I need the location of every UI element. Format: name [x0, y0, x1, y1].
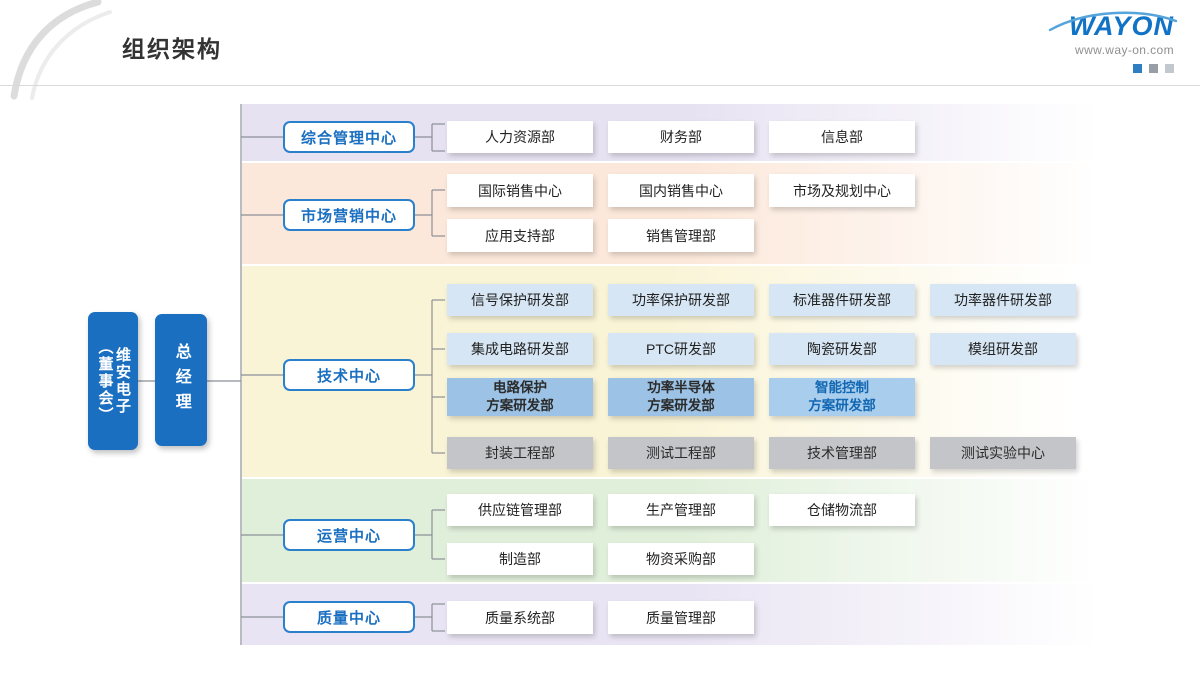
dept-test-lab-center: 测试实验中心 — [930, 437, 1076, 469]
dept-hr: 人力资源部 — [447, 121, 593, 153]
center-general-admin: 综合管理中心 — [283, 121, 415, 153]
dept-packaging-engineering: 封装工程部 — [447, 437, 593, 469]
dept-ic-rd: 集成电路研发部 — [447, 333, 593, 365]
square-lightgray-icon — [1165, 63, 1174, 73]
dept-information: 信息部 — [769, 121, 915, 153]
wayon-logo-text: WAYON — [1069, 11, 1174, 41]
dept-module-rd: 模组研发部 — [930, 333, 1076, 365]
center-quality: 质量中心 — [283, 601, 415, 633]
header-divider — [0, 85, 1200, 86]
corner-swoosh-decoration — [10, 0, 112, 100]
square-blue-icon — [1133, 63, 1142, 73]
dept-ceramics-rd: 陶瓷研发部 — [769, 333, 915, 365]
page-title: 组织架构 — [122, 36, 222, 62]
board-sub-label: （董事会） — [96, 338, 114, 424]
dept-power-protection-rd: 功率保护研发部 — [608, 284, 754, 316]
dept-production-management: 生产管理部 — [608, 494, 754, 526]
dept-domestic-sales: 国内销售中心 — [608, 174, 754, 207]
dept-ptc-rd: PTC研发部 — [608, 333, 754, 365]
dept-power-semiconductor-solutions-rd: 功率半导体 方案研发部 — [608, 378, 754, 416]
dept-test-engineering: 测试工程部 — [608, 437, 754, 469]
center-technology: 技术中心 — [283, 359, 415, 391]
dept-line1: 功率半导体 — [647, 380, 715, 396]
dept-material-procurement: 物资采购部 — [608, 543, 754, 575]
dept-market-planning: 市场及规划中心 — [769, 174, 915, 207]
dept-quality-system: 质量系统部 — [447, 601, 593, 634]
dept-line2: 方案研发部 — [808, 398, 876, 413]
dept-line2: 方案研发部 — [486, 398, 554, 413]
dept-line2: 方案研发部 — [647, 398, 715, 413]
board-main-label: 维安电子 — [114, 347, 131, 415]
dept-technology-management: 技术管理部 — [769, 437, 915, 469]
wayon-logo: WAYON — [1048, 11, 1178, 42]
dept-finance: 财务部 — [608, 121, 754, 153]
dept-circuit-protection-solutions-rd: 电路保护 方案研发部 — [447, 378, 593, 416]
dept-line1: 电路保护 — [493, 380, 547, 396]
dept-intelligent-control-solutions-rd: 智能控制 方案研发部 — [769, 378, 915, 416]
dept-signal-protection-rd: 信号保护研发部 — [447, 284, 593, 316]
dept-standard-devices-rd: 标准器件研发部 — [769, 284, 915, 316]
dept-quality-management: 质量管理部 — [608, 601, 754, 634]
general-manager-box: 总经理 — [155, 314, 207, 446]
dept-intl-sales: 国际销售中心 — [447, 174, 593, 207]
board-box: 维安电子 （董事会） — [88, 312, 138, 450]
dept-line1: 智能控制 — [815, 380, 869, 396]
general-manager-label: 总经理 — [172, 342, 190, 418]
center-marketing: 市场营销中心 — [283, 199, 415, 231]
square-gray-icon — [1149, 63, 1158, 73]
logo-block: WAYON www.way-on.com — [1034, 11, 1178, 73]
dept-manufacturing: 制造部 — [447, 543, 593, 575]
dept-supply-chain: 供应链管理部 — [447, 494, 593, 526]
center-operations: 运营中心 — [283, 519, 415, 551]
dept-warehouse-logistics: 仓储物流部 — [769, 494, 915, 526]
logo-squares — [1034, 63, 1174, 73]
dept-application-support: 应用支持部 — [447, 219, 593, 252]
dept-power-devices-rd: 功率器件研发部 — [930, 284, 1076, 316]
website-url: www.way-on.com — [1075, 42, 1174, 57]
dept-sales-management: 销售管理部 — [608, 219, 754, 252]
